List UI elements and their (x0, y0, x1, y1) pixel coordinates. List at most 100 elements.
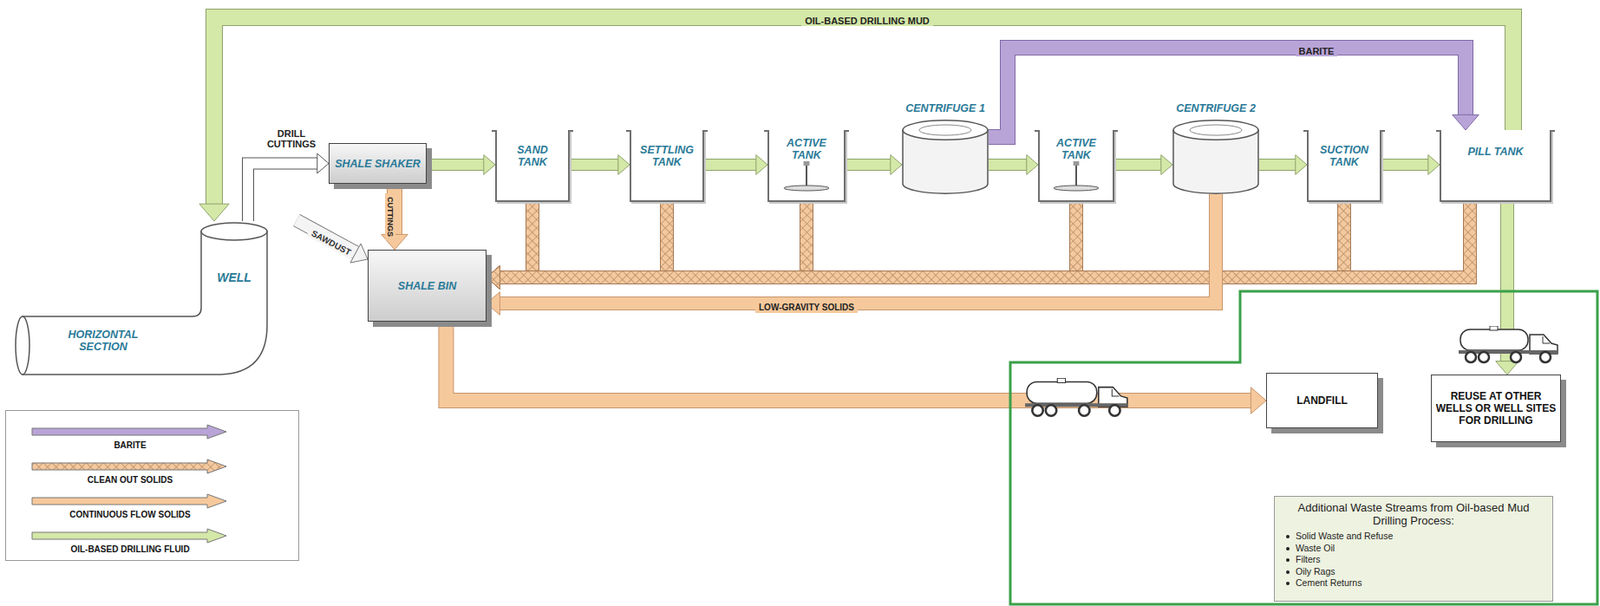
arrow-head (317, 153, 329, 174)
drum-inner (1189, 124, 1242, 136)
mixer-blade (783, 185, 830, 191)
node-title: SUCTION TANK (1316, 143, 1372, 169)
band-fill (569, 159, 619, 170)
well-label: WELL (197, 271, 271, 284)
band-fill (704, 159, 757, 170)
tank-label: ACTIVE TANK (779, 137, 834, 162)
arrow-head (1161, 155, 1173, 176)
mixer-symbol (769, 130, 844, 201)
node-text: HORIZONTAL SECTION (46, 328, 160, 353)
band-fill (214, 17, 1514, 204)
green-outline (1010, 291, 1598, 605)
legend-swatch (30, 457, 230, 476)
band-outline (1114, 158, 1162, 171)
legend-box: BARITECLEAN OUT SOLIDSCONTINUOUS FLOW SO… (5, 410, 300, 562)
tank: PILL TANK (1439, 130, 1552, 203)
flow-connector (248, 153, 329, 222)
edge-label: BARITE (1295, 45, 1339, 57)
node-title: REUSE AT OTHER WELLS OR WELL SITES FOR D… (1435, 390, 1557, 427)
edge-label: DRILL CUTTINGS (254, 128, 328, 150)
band-fill (499, 202, 807, 278)
band-fill (1259, 159, 1296, 170)
drum-top (1173, 120, 1259, 140)
mixer-shaft (1075, 164, 1078, 189)
well-top (201, 222, 268, 241)
arrow-head (1452, 114, 1479, 131)
free-label: SAWDUST (306, 227, 356, 261)
node-title: PILL TANK (1448, 145, 1544, 158)
band-fill (1381, 159, 1429, 170)
tank: SETTLING TANK (629, 130, 705, 203)
edge-label-holder: OIL-BASED DRILLING MUD (801, 12, 934, 23)
bullet-dot (1286, 581, 1290, 586)
well-end (15, 316, 30, 375)
tank-label: ACTIVE TANK (1049, 137, 1104, 162)
well-pipe: WELL HORIZONTAL SECTION (12, 221, 273, 378)
arrow-head (486, 266, 500, 290)
edge-label: LOW-GRAVITY SOLIDS (755, 302, 858, 314)
centrifuge-drum (1172, 119, 1260, 195)
band-fill (499, 202, 1470, 278)
centrifuge: CENTRIFUGE 1 (901, 102, 989, 195)
sawdust-arrow (296, 220, 368, 263)
band-outline (845, 158, 891, 171)
flow-connector (1259, 155, 1307, 176)
mixer-tank: ACTIVE TANK (767, 130, 846, 203)
band-fill (499, 194, 1216, 304)
arrow-head (1026, 155, 1039, 176)
node-title: SAND TANK (505, 143, 560, 169)
edge-label: OIL-BASED DRILLING MUD (801, 15, 934, 27)
mixer-shaft (805, 164, 808, 189)
arrow-head (486, 266, 500, 290)
node-title: Additional Waste Streams from Oil-based … (1281, 501, 1546, 528)
edge-label-holder: LOW-GRAVITY SOLIDS (755, 298, 858, 309)
node-text: Cement Returns (1281, 577, 1546, 590)
mixer-tank: ACTIVE TANK (1038, 130, 1115, 203)
legend-text: CONTINUOUS FLOW SOLIDS (30, 509, 230, 521)
bullet-dot (1286, 570, 1290, 575)
legend-swatch (30, 423, 230, 441)
tank-label: PILL TANK (1448, 145, 1544, 158)
flow-connector (704, 155, 768, 176)
centrifuge-drum (901, 119, 989, 195)
band-outline (988, 158, 1027, 171)
tank: SAND TANK (495, 130, 570, 203)
centrifuge-label: CENTRIFUGE 2 (1175, 102, 1256, 115)
bullet-dot (1286, 535, 1290, 539)
node-title: ACTIVE TANK (1049, 137, 1104, 162)
band-fill (1114, 159, 1162, 170)
band-outline (499, 202, 1077, 278)
node-title: CENTRIFUGE 1 (905, 102, 986, 115)
flow-connector (988, 155, 1039, 176)
node-text: Oily Rags (1281, 566, 1546, 579)
shaker-box: SHALE SHAKER (328, 143, 427, 184)
bullet-dot (1286, 558, 1290, 562)
tank-label: SUCTION TANK (1316, 143, 1372, 169)
tanker-truck (1025, 378, 1128, 416)
band-fill (988, 159, 1027, 170)
band-fill (499, 202, 533, 278)
flow-connector (426, 155, 496, 176)
arrow-head (1295, 155, 1307, 176)
arrow-head (1250, 387, 1267, 414)
legend-text: OIL-BASED DRILLING FLUID (30, 544, 230, 556)
tank: SUCTION TANK (1306, 130, 1382, 203)
node-text: Waste Oil (1281, 542, 1546, 556)
flow-connector (569, 155, 630, 176)
flow-connector (1114, 155, 1173, 176)
arrow-head (618, 155, 630, 176)
mixer-motor (1073, 161, 1080, 166)
free-label-holder: SAWDUST (308, 222, 359, 256)
band-fill (248, 163, 318, 223)
band-fill (499, 202, 667, 278)
arrow-head (756, 155, 768, 176)
legend-arrow (32, 459, 227, 474)
tank-label: SETTLING TANK (638, 143, 696, 169)
band-fill (845, 159, 891, 170)
node-title: SHALE SHAKER (334, 157, 421, 170)
section-label: HORIZONTAL SECTION (46, 328, 160, 353)
bullet-dot (1286, 547, 1290, 551)
arrow-head (486, 266, 500, 290)
tank-label: SAND TANK (505, 143, 560, 169)
flow-connector (486, 194, 1216, 315)
